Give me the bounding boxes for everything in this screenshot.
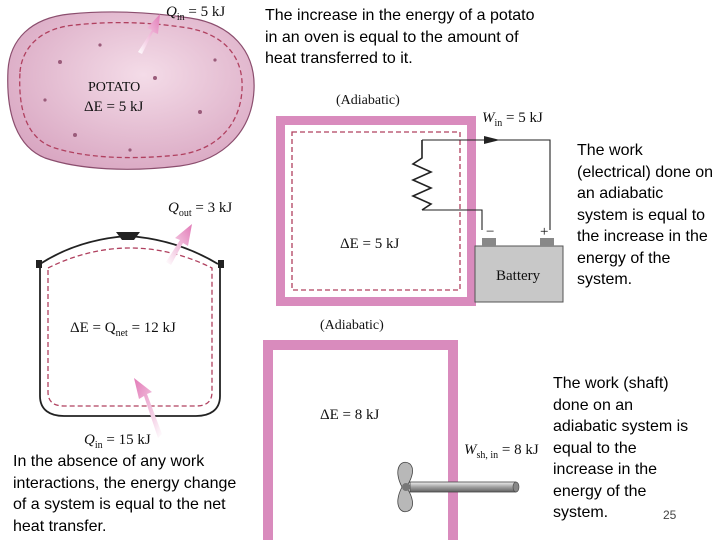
pot-body xyxy=(39,268,221,417)
shaft-w-label: Wsh, in = 8 kJ xyxy=(464,442,539,461)
q-in-symbol: Q xyxy=(84,432,95,448)
q-in-subscript: in xyxy=(94,440,103,451)
shaft-caption: The work (shaft) done on an adiabatic sy… xyxy=(553,375,689,521)
q-out-value: = 3 kJ xyxy=(191,200,233,216)
q-in-value: = 15 kJ xyxy=(102,432,151,448)
pot-boundary xyxy=(47,247,213,407)
battery-plus: + xyxy=(540,224,549,240)
potato-caption: The increase in the energy of a potato i… xyxy=(265,7,535,67)
potato-q-in-label: Qin = 5 kJ xyxy=(166,4,225,23)
w-sh-symbol: W xyxy=(464,442,477,458)
q-symbol: Q xyxy=(166,4,177,20)
pot-q-out-label: Qout = 3 kJ xyxy=(168,200,232,219)
q-out-subscript: out xyxy=(178,208,192,219)
electrical-figure xyxy=(270,108,570,308)
potato-shape xyxy=(7,11,255,170)
delta-e-value: = 12 kJ xyxy=(127,320,176,336)
battery-label: Battery xyxy=(496,268,541,284)
net-subscript: net xyxy=(115,328,128,339)
q-value: = 5 kJ xyxy=(184,4,226,20)
pot-delta-e: ΔE = Qnet = 12 kJ xyxy=(70,320,176,339)
battery-minus: − xyxy=(486,224,495,240)
potato-figure xyxy=(0,0,260,175)
w-symbol: W xyxy=(482,110,495,126)
delta-e-prefix: ΔE = Q xyxy=(70,320,116,336)
shaft-heading: (Adiabatic) xyxy=(320,318,384,333)
electrical-heading: (Adiabatic) xyxy=(336,93,400,108)
electrical-w-in-label: Win = 5 kJ xyxy=(482,110,543,129)
electrical-caption: The work (electrical) done on an adiabat… xyxy=(577,142,714,288)
potato-delta-e: ΔE = 5 kJ xyxy=(84,99,144,115)
electrical-boundary xyxy=(291,131,461,291)
resistor xyxy=(411,140,433,211)
q-out-symbol: Q xyxy=(168,200,179,216)
w-subscript: in xyxy=(494,118,503,129)
q-subscript: in xyxy=(176,12,185,23)
w-value: = 5 kJ xyxy=(502,110,543,126)
shaft-rod xyxy=(409,481,517,493)
potato-boundary xyxy=(19,21,243,159)
w-sh-value: = 8 kJ xyxy=(498,442,539,458)
page-number: 25 xyxy=(663,508,677,522)
pot-figure xyxy=(28,196,233,466)
pot-q-in-label: Qin = 15 kJ xyxy=(84,432,151,451)
pot-caption: In the absence of any work interactions,… xyxy=(13,453,237,535)
electrical-delta-e: ΔE = 5 kJ xyxy=(340,236,400,252)
w-sh-subscript: sh, in xyxy=(476,450,499,461)
potato-label: POTATO xyxy=(88,80,141,95)
shaft-delta-e: ΔE = 8 kJ xyxy=(320,407,380,423)
shaft-figure xyxy=(260,336,530,540)
battery-body xyxy=(474,245,564,303)
